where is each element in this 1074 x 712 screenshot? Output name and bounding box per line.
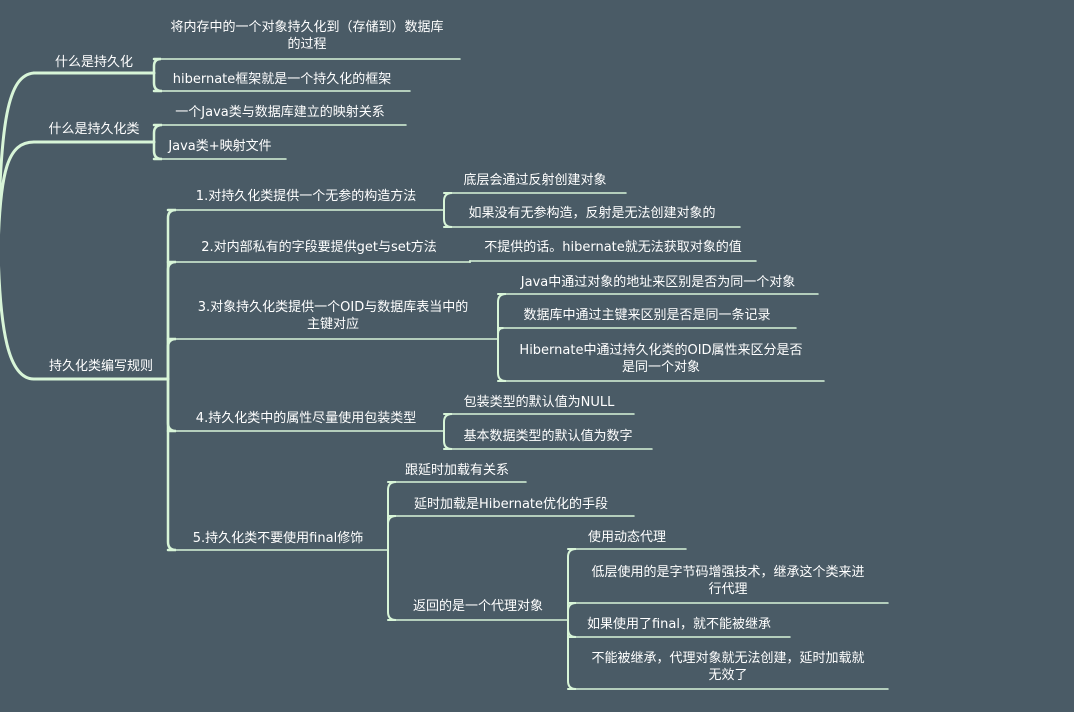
topic-persistent-class-rules[interactable]: 持久化类编写规则 — [48, 359, 153, 374]
link-r5-r51 — [387, 481, 397, 551]
root-link-n3 — [0, 265, 36, 381]
link-r1-r11 — [443, 192, 453, 211]
link-r5-r52 — [387, 515, 397, 551]
link-r53-r534 — [567, 619, 577, 690]
proxy-detail-final[interactable]: 如果使用了final，就不能被继承 — [586, 617, 771, 632]
rule-5-detail-optimization[interactable]: 延时加载是Hibernate优化的手段 — [413, 497, 609, 512]
rule-4-detail-primitive-number[interactable]: 基本数据类型的默认值为数字 — [463, 429, 633, 444]
link-r53-r531 — [567, 548, 577, 621]
root-link-n2 — [0, 140, 36, 236]
link-r2-r21 — [469, 260, 472, 263]
rule-1-no-arg-constructor[interactable]: 1.对持久化类提供一个无参的构造方法 — [195, 189, 417, 204]
link-n1-n11 — [152, 57, 162, 75]
link-r53-r532 — [567, 602, 577, 621]
link-r5-r53 — [387, 549, 397, 621]
rule-1-detail-no-constructor[interactable]: 如果没有无参构造，反射是无法创建对象的 — [468, 206, 716, 221]
proxy-detail-bytecode[interactable]: 低层使用的是字节码增强技术，继承这个类来进行代理 — [591, 565, 865, 597]
link-r1-r12 — [443, 209, 453, 228]
link-r4-r42 — [443, 430, 453, 450]
rule-4-detail-wrapper-null[interactable]: 包装类型的默认值为NULL — [463, 395, 615, 410]
link-n3-r1 — [166, 208, 177, 381]
rule-2-getters-setters[interactable]: 2.对内部私有的字段要提供get与set方法 — [201, 240, 437, 255]
rule-3-oid[interactable]: 3.对象持久化类提供一个OID与数据库表当中的主键对应 — [197, 300, 469, 332]
link-n1-n12 — [152, 71, 163, 93]
topic-what-is-persistent-class[interactable]: 什么是持久化类 — [48, 122, 140, 137]
link-n3-r5 — [166, 377, 177, 552]
link-r4-r41 — [443, 413, 453, 432]
link-n2-n21 — [152, 123, 163, 144]
rule-5-no-final[interactable]: 5.持久化类不要使用final修饰 — [192, 531, 364, 546]
rule-3-detail-hibernate[interactable]: Hibernate中通过持久化类的OID属性来区分是否是同一个对象 — [519, 343, 803, 375]
rule-3-detail-database[interactable]: 数据库中通过主键来区别是否是同一条记录 — [523, 308, 771, 323]
topic-java-class-plus-mapping-file[interactable]: Java类+映射文件 — [168, 139, 272, 154]
topic-hibernate-framework[interactable]: hibernate框架就是一个持久化的框架 — [172, 72, 392, 87]
link-n3-r3 — [166, 337, 177, 381]
link-r3-r31 — [497, 293, 507, 340]
rule-5-detail-lazy-loading[interactable]: 跟延时加载有关系 — [404, 463, 509, 478]
link-r3-r32 — [497, 327, 504, 340]
link-r3-r33 — [497, 338, 507, 382]
rule-3-detail-java[interactable]: Java中通过对象的地址来区别是否为同一个对象 — [520, 275, 796, 290]
root-link-n1 — [0, 71, 36, 225]
topic-what-is-persistence[interactable]: 什么是持久化 — [54, 55, 133, 70]
proxy-detail-dynamic-proxy[interactable]: 使用动态代理 — [587, 530, 666, 545]
topic-java-class-mapping[interactable]: 一个Java类与数据库建立的映射关系 — [175, 105, 385, 120]
link-n2-n22 — [152, 140, 163, 161]
rule-1-detail-reflection[interactable]: 底层会通过反射创建对象 — [463, 173, 607, 188]
rule-2-detail[interactable]: 不提供的话。hibernate就无法获取对象的值 — [484, 240, 742, 255]
proxy-detail-lazy-invalid[interactable]: 不能被继承，代理对象就无法创建，延时加载就无效了 — [591, 651, 865, 683]
rule-4-wrapper-types[interactable]: 4.持久化类中的属性尽量使用包装类型 — [195, 411, 417, 426]
topic-persistence-definition[interactable]: 将内存中的一个对象持久化到（存储到）数据库的过程 — [170, 20, 444, 52]
rule-5-detail-proxy-object[interactable]: 返回的是一个代理对象 — [412, 599, 543, 614]
link-n3-r2 — [166, 260, 177, 381]
